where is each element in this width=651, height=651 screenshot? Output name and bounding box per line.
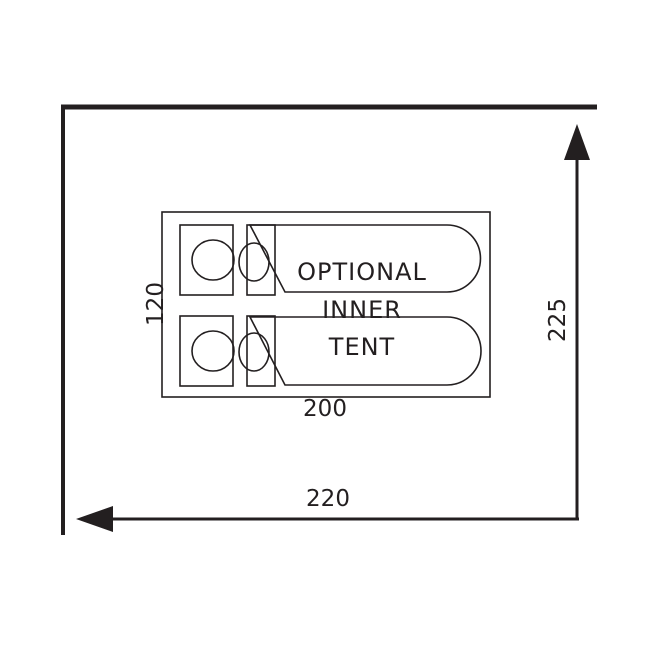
- inner-tent-label-line-2: INNER: [322, 296, 402, 324]
- inner-tent-label-line-3: TENT: [328, 333, 395, 361]
- lower-sleeping-bag: [248, 316, 482, 386]
- inner-tent-depth-label: 120: [143, 282, 169, 326]
- width-dimension-arrow: [76, 506, 579, 532]
- lower-pillow-box: [179, 315, 234, 387]
- depth-dimension-arrow: [564, 124, 590, 520]
- upper-pillow-round: [191, 239, 235, 281]
- arrow-left-icon: [76, 506, 113, 532]
- upper-headrest-round: [238, 242, 270, 282]
- lower-pillow-round: [191, 330, 235, 372]
- arrow-up-icon: [564, 124, 590, 160]
- outer-width-label: 220: [306, 486, 350, 512]
- outer-depth-label: 225: [545, 298, 571, 342]
- inner-tent-label-line-1: OPTIONAL: [297, 258, 427, 286]
- inner-tent: [161, 211, 491, 398]
- upper-sleeping-bag: [248, 224, 482, 293]
- upper-headrest-box: [246, 224, 276, 296]
- upper-pillow-box: [179, 224, 234, 296]
- lower-headrest-box: [246, 315, 276, 387]
- lower-headrest-round: [238, 332, 270, 372]
- outer-boundary: [61, 104, 597, 535]
- inner-tent-outline: [161, 211, 491, 398]
- inner-tent-width-label: 200: [303, 396, 347, 422]
